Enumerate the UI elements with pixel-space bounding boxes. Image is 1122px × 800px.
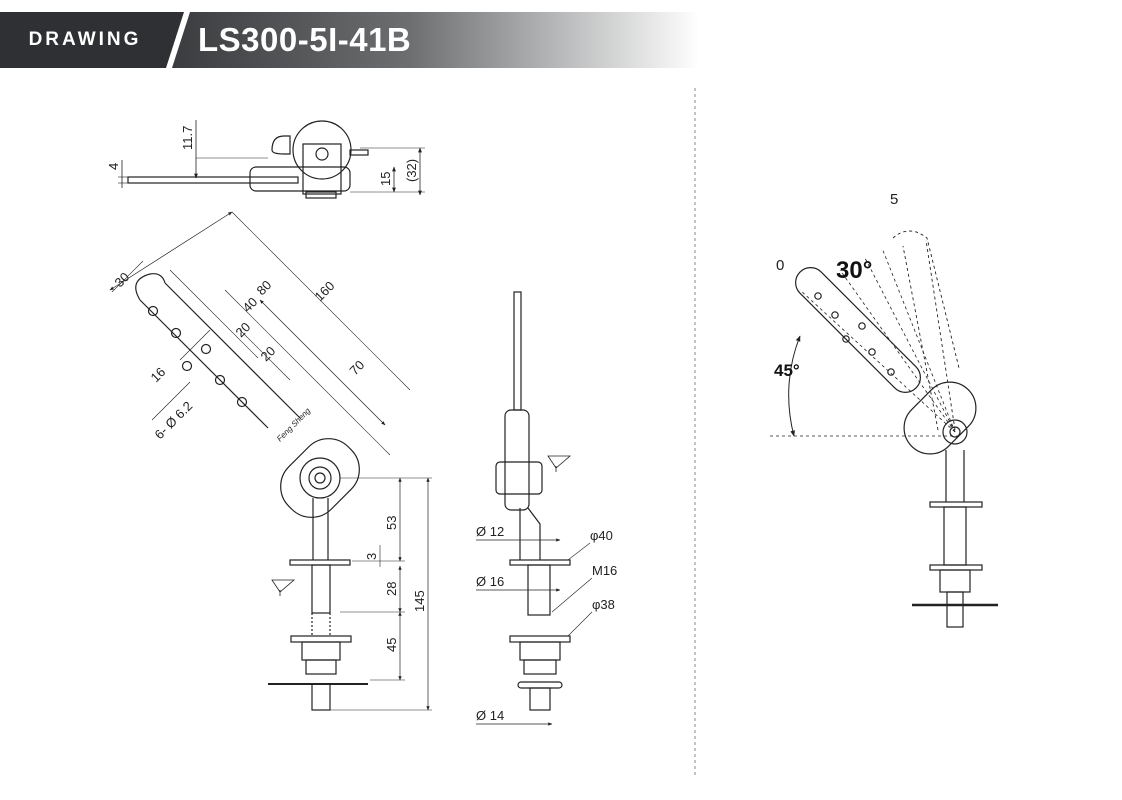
- top-plate: [127, 176, 299, 184]
- dim-145: 145: [412, 590, 427, 612]
- dim-53: 53: [384, 516, 399, 530]
- front-nut: [301, 641, 341, 661]
- dim-3: 3: [364, 553, 379, 560]
- front-stem: [311, 564, 331, 614]
- dim-m16: M16: [592, 563, 617, 578]
- label-position-0: 0: [776, 257, 784, 274]
- side-hub: [495, 461, 543, 495]
- front-hole: [147, 305, 159, 317]
- angle-view: [770, 230, 998, 628]
- dim-d12: Ø 12: [476, 524, 504, 539]
- dim-20b: 20: [258, 343, 279, 364]
- top-wheel: [292, 120, 352, 180]
- front-view-dims: 30 80 160 40 20 20 16 70 6- Ø 6.2 53 3 2…: [112, 269, 427, 652]
- header-background: [0, 12, 700, 68]
- front-pivot-outer: [299, 457, 341, 499]
- dim-11-7: 11.7: [180, 126, 195, 150]
- dim-15: 15: [378, 172, 393, 186]
- front-shaft: [312, 498, 329, 560]
- arm-position-0: [795, 267, 921, 393]
- front-hole: [214, 374, 226, 386]
- dim-20a: 20: [233, 319, 254, 340]
- dim-16: 16: [148, 364, 169, 385]
- side-view: [476, 291, 593, 726]
- top-hub: [302, 143, 342, 195]
- side-washer-bottom: [509, 635, 571, 643]
- arm-ghost-5: [892, 230, 960, 369]
- front-tip: [311, 683, 331, 711]
- dim-40: 40: [240, 294, 261, 315]
- front-view: [109, 211, 432, 711]
- dim-28: 28: [384, 582, 399, 596]
- top-view-dims: 11.7 4 15 (32): [106, 126, 419, 186]
- section-label: DRAWING: [28, 29, 142, 50]
- front-hole: [200, 343, 212, 355]
- model-number: LS300-5I-41B: [198, 21, 412, 58]
- dim-d14: Ø 14: [476, 708, 504, 723]
- top-view: [118, 120, 425, 199]
- dim-holes: 6- Ø 6.2: [152, 398, 196, 442]
- dim-70: 70: [347, 357, 368, 378]
- top-clip: [271, 135, 291, 155]
- side-housing: [504, 409, 530, 511]
- front-hole: [236, 396, 248, 408]
- front-pivot-inner: [308, 466, 332, 490]
- dim-80: 80: [254, 277, 275, 298]
- front-hole: [181, 360, 193, 372]
- header-bar: DRAWING LS300-5I-41B: [0, 0, 1122, 80]
- dim-phi38: φ38: [592, 597, 615, 612]
- side-plate: [513, 291, 522, 411]
- top-housing: [249, 166, 351, 192]
- dim-32: (32): [404, 159, 419, 182]
- label-30-degree: 30°: [836, 257, 872, 284]
- label-position-5: 5: [890, 191, 898, 208]
- front-washer-bottom: [290, 635, 352, 643]
- front-thread: [311, 613, 331, 637]
- label-45-degree: 45°: [774, 361, 800, 380]
- front-hole: [170, 327, 182, 339]
- dim-phi40: φ40: [590, 528, 613, 543]
- front-housing: [280, 438, 360, 518]
- dim-d16: Ø 16: [476, 574, 504, 589]
- side-view-dims: Ø 12 φ40 Ø 16 M16 φ38 Ø 14: [476, 524, 617, 723]
- dim-160: 160: [312, 278, 338, 304]
- side-washer-top: [509, 559, 571, 566]
- dim-4: 4: [106, 163, 121, 170]
- side-clip: [517, 681, 563, 689]
- side-tip: [529, 687, 551, 711]
- dim-45: 45: [384, 638, 399, 652]
- side-neck: [519, 507, 541, 560]
- side-nut: [519, 641, 561, 661]
- angle-view-labels: 0 5 30° 45°: [774, 191, 898, 380]
- front-washer-top: [289, 559, 351, 566]
